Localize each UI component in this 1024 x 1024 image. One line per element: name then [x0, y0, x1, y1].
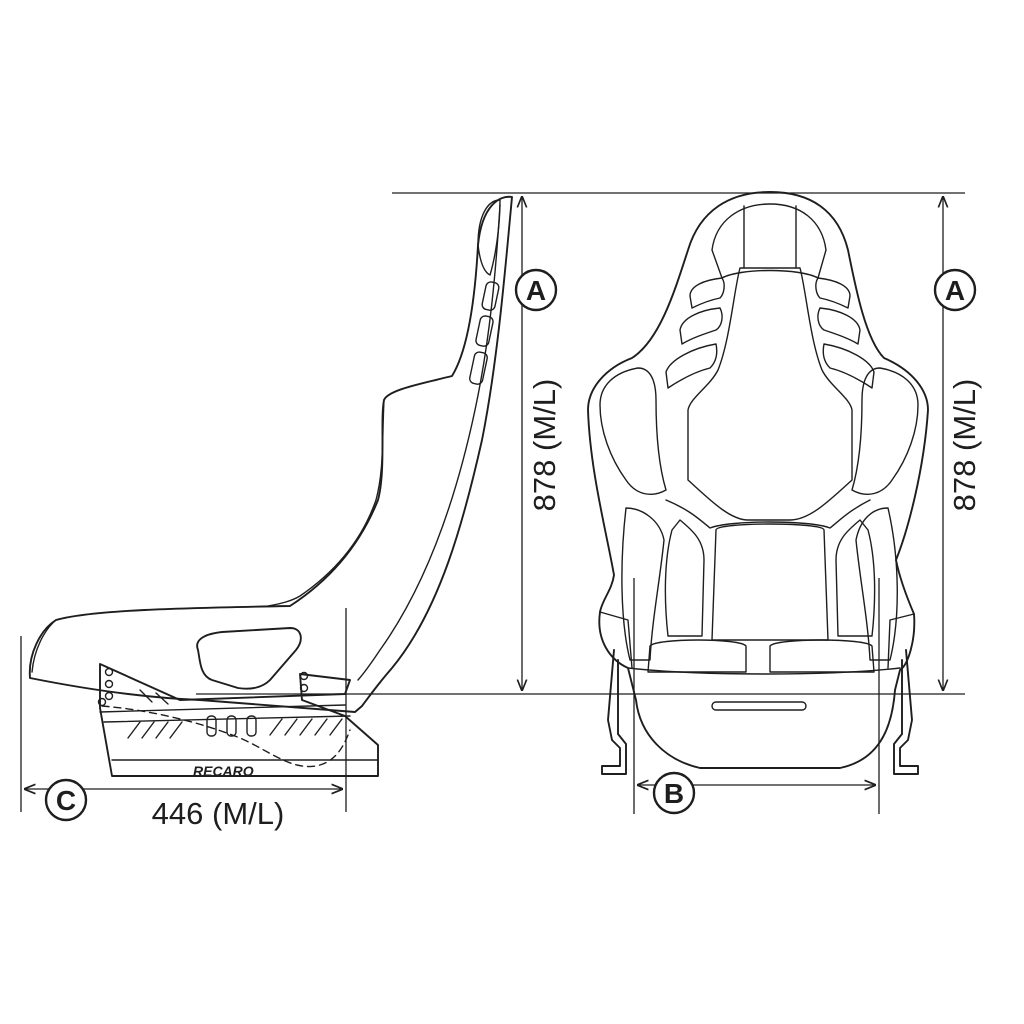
front-slot-left-2: [679, 307, 723, 345]
front-rail-left: [599, 611, 633, 669]
front-slot-left-3: [665, 343, 718, 389]
front-thigh-bolster-left: [664, 519, 705, 637]
front-view-seat: [587, 191, 929, 775]
dim-A-front-label: 878 (M/L): [947, 379, 982, 512]
front-headrest: [711, 203, 827, 279]
dim-A-side-label: 878 (M/L): [527, 379, 562, 512]
side-hip-cutout: [196, 627, 302, 690]
front-bracket-left: [601, 649, 627, 775]
front-bracket-right: [893, 649, 919, 775]
side-belt-slot-2: [475, 315, 494, 347]
side-belt-slot-3: [469, 351, 488, 385]
svg-text:C: C: [56, 785, 76, 816]
front-slot-right-1: [815, 277, 851, 309]
front-seat-center: [711, 523, 829, 641]
side-shell-outline: [28, 195, 513, 713]
side-mount-bracket: [99, 663, 379, 777]
side-shell-inner-edge: [357, 204, 501, 681]
front-lower-back: [665, 499, 871, 529]
front-side-left: [621, 507, 665, 661]
front-thigh-bolster-right: [835, 519, 876, 637]
front-side-right: [855, 507, 898, 661]
side-belt-slot-1: [481, 281, 500, 311]
front-shell-outline: [587, 191, 929, 769]
front-bolster-right: [851, 367, 919, 496]
front-slot-left-1: [689, 277, 725, 309]
svg-text:A: A: [526, 275, 546, 306]
side-headrest: [477, 199, 501, 276]
side-bracket-holes: [97, 667, 343, 739]
front-cushion-right: [769, 639, 875, 673]
front-rail-right: [887, 613, 915, 669]
front-bolster-left: [599, 367, 667, 496]
front-cushion-left: [647, 639, 747, 673]
side-slider-dashed-path: [101, 705, 351, 768]
front-base-slot: [711, 701, 807, 711]
front-headrest-center: [743, 205, 797, 269]
marker-A-side: A: [514, 268, 558, 312]
front-base-tub-top: [627, 667, 901, 675]
side-view-seat: RECARO: [28, 195, 513, 779]
side-brand-logo: RECARO: [193, 763, 254, 779]
marker-A-front: A: [933, 268, 977, 312]
front-slot-right-3: [822, 343, 875, 389]
side-seat-front: [31, 619, 57, 673]
svg-text:A: A: [945, 275, 965, 306]
svg-text:B: B: [664, 778, 684, 809]
side-bolster-contour: [267, 399, 385, 607]
dim-C-label: 446 (M/L): [152, 796, 285, 831]
front-slot-right-2: [817, 307, 861, 345]
marker-C: C: [44, 778, 88, 822]
front-back-panel: [687, 267, 853, 521]
marker-B: B: [652, 771, 696, 815]
